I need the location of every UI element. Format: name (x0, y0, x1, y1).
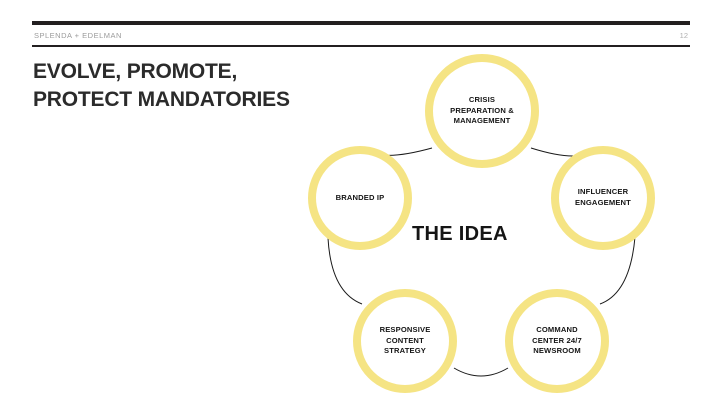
arc-responsive-to-branded (327, 237, 363, 305)
page-number: 12 (679, 31, 688, 40)
idea-cycle-diagram: THE IDEA CRISIS PREPARATION & MANAGEMENT… (290, 48, 690, 405)
diagram-node-label: INFLUENCER ENGAGEMENT (575, 187, 631, 207)
header-label: SPLENDA + EDELMAN (34, 31, 122, 40)
diagram-node-branded-ip[interactable]: BRANDED IP (308, 146, 412, 250)
diagram-node-responsive-content-strategy[interactable]: RESPONSIVE CONTENT STRATEGY (353, 289, 457, 393)
diagram-node-label: BRANDED IP (335, 192, 385, 202)
arc-command-to-responsive (453, 367, 509, 377)
header-rule-bottom (32, 45, 690, 47)
diagram-node-influencer-engagement[interactable]: INFLUENCER ENGAGEMENT (551, 146, 655, 250)
diagram-node-label: RESPONSIVE CONTENT STRATEGY (379, 324, 431, 356)
arc-influencer-to-command (599, 236, 636, 305)
diagram-node-crisis-preparation-management[interactable]: CRISIS PREPARATION & MANAGEMENT (425, 54, 539, 168)
page-title: EVOLVE, PROMOTE, PROTECT MANDATORIES (33, 60, 290, 111)
diagram-node-command-center-newsroom[interactable]: COMMAND CENTER 24/7 NEWSROOM (505, 289, 609, 393)
header-rule-top (32, 21, 690, 25)
diagram-center-label: THE IDEA (412, 223, 508, 245)
diagram-node-label: CRISIS PREPARATION & MANAGEMENT (450, 94, 514, 126)
diagram-node-label: COMMAND CENTER 24/7 NEWSROOM (532, 324, 582, 356)
